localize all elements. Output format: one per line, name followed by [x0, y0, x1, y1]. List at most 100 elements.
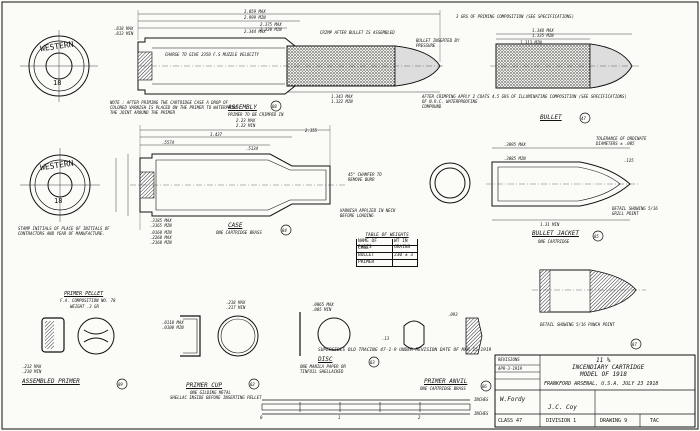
reference-badges: [116, 100, 642, 392]
weights-table-header: NAME OF PARTS WT IN GRAINS: [356, 239, 418, 250]
scale-label-top: INCHES: [474, 397, 489, 402]
primer-dim-9: .13: [382, 336, 390, 341]
primer-dim-2: .0065 MAX: [312, 302, 334, 307]
case-dim-7: .3165 MIN: [150, 223, 172, 228]
case-dim-3: 2.155: [305, 128, 318, 133]
waterproof-note: AFTER CRIMPING APPLY 2 COATS OF N.R.C. W…: [422, 94, 490, 109]
assembled-primer-drawing: [41, 317, 115, 355]
badge-83: 83: [370, 360, 375, 365]
bullet-dim-2: 1.313 MIN: [520, 40, 542, 45]
assembly-dim-1: 2.999 MIN: [244, 15, 266, 20]
weights-table-title: TABLE OF WEIGHTS: [365, 233, 409, 238]
jacket-dim-0: .3095 MAX: [504, 142, 526, 147]
assembly-dim-5: .818 MAX: [114, 26, 134, 31]
jacket-dim-2: .125: [624, 158, 634, 163]
supersedes-note: SUPERSEDES OLD TRACING 47-1-9 UNDER REVI…: [318, 348, 492, 353]
badge-89: 89: [118, 382, 123, 387]
scale-tick-2: 2: [418, 415, 421, 420]
revision-date: APR-3-1919: [498, 366, 523, 371]
table-row: CASE: [356, 246, 418, 253]
disc-drawing: [299, 312, 351, 356]
class-label: CLASS 47: [498, 418, 523, 424]
primer-dim-5: .0100 MIN: [162, 325, 184, 330]
case-dim-2: 1.437: [210, 132, 223, 137]
primer-dim-1: .210 MIN: [22, 369, 42, 374]
title-block: [494, 354, 696, 428]
assembly-drawing: [137, 10, 445, 95]
assembly-dim-8: 1.322 MIN: [331, 99, 353, 104]
illuminating-composition-note: 4.5 GRS OF ILLUMINATING COMPOSITION (SEE…: [492, 94, 627, 99]
charge-note: CHARGE TO GIVE 2350 F.S MUZZLE VELOCITY: [165, 52, 259, 57]
assembly-dim-0: 3.059 MAX: [244, 9, 266, 14]
primer-dim-8: .093: [448, 312, 458, 317]
bullet-inserted-note: BULLET INSERTED BY PRESSURE: [416, 38, 460, 48]
assembly-dim-2: 2.375 MAX: [260, 22, 282, 27]
case-dim-0: 2.23 MAX: [236, 118, 256, 123]
badge-85: 85: [594, 234, 599, 239]
bullet-drawing: [490, 33, 640, 89]
weights-table: TABLE OF WEIGHTS NAME OF PARTS WT IN GRA…: [356, 233, 418, 267]
weights-cell-name: PRIMER: [357, 260, 393, 266]
punch-point-note: DETAIL SHOWING 5/16 PUNCH POINT: [540, 322, 615, 327]
case-dim-4: .5574: [162, 140, 175, 145]
primer-dim-0: .212 MAX: [22, 364, 42, 369]
headstamp-year-middle: 18: [54, 197, 63, 205]
case-dim-9: .2260 MAX: [150, 235, 172, 240]
jacket-dim-1: .3085 MIN: [504, 156, 526, 161]
primer-dim-4: .0110 MAX: [162, 320, 184, 325]
case-caption: CASE: [228, 222, 243, 229]
jacket-tolerance-note: TOLERANCE OF ORDINATE DIAMETERS ± .005: [596, 136, 647, 146]
grill-point-note: DETAIL SHOWING 5/16 GRILL POINT: [612, 206, 658, 216]
primer-crimp-note: PRIMER TO BE CRIMPED IN: [228, 112, 284, 117]
primer-dim-6: .218 MAX: [226, 300, 246, 305]
case-mouth-view: [429, 162, 471, 204]
assembled-primer-caption: ASSEMBLED PRIMER: [22, 378, 80, 385]
inch-scale: [261, 399, 471, 415]
weights-header-wt: WT IN GRAINS: [394, 239, 411, 250]
bullet-jacket-drawing: [486, 147, 640, 221]
primer-anvil-drawing: [403, 317, 483, 355]
assembly-caption: ASSEMBLY: [228, 104, 257, 111]
case-dim-5: .5134: [246, 146, 259, 151]
assembly-dim-6: .813 MIN: [114, 31, 134, 36]
primer-dim-7: .217 MIN: [226, 305, 246, 310]
primer-anvil-caption: PRIMER ANVIL: [424, 378, 468, 385]
pellet-composition: F.A. COMPOSITION NO. 70: [60, 298, 116, 303]
primer-cup-caption: PRIMER CUP: [186, 382, 223, 389]
assembly-dim-3: 2.320 MIN: [260, 27, 282, 32]
assembly-dim-7: 1.343 MAX: [331, 94, 353, 99]
arsenal-line: FRANKFORD ARSENAL, U.S.A. JULY 23 1918: [544, 381, 659, 387]
pellet-weight: WEIGHT .3 GR: [70, 304, 99, 309]
cartridge-title: INCENDIARY CARTRIDGE: [572, 364, 645, 371]
disc-caption: DISC: [318, 356, 333, 363]
stamp-note: STAMP INITIALS OF PLACE OF INITIALS OF C…: [18, 226, 110, 236]
crimp-note: CRIMP AFTER BULLET IS ASSEMBLED: [320, 30, 395, 35]
division-label: DIVISION 1: [546, 418, 577, 424]
primer-cup-drawing: [180, 315, 259, 357]
bullet-dim-0: 1.348 MAX: [532, 28, 554, 33]
badge-82: 82: [250, 382, 255, 387]
priming-composition-note: 3 GRS OF PRIMING COMPOSITION (SEE SPECIF…: [456, 14, 575, 19]
weights-cell-wt: [393, 246, 417, 252]
badge-86: 86: [482, 384, 487, 389]
sheet-label: TAC: [650, 418, 660, 424]
headstamp-year-top: 18: [53, 79, 62, 87]
bullet-dim-1: 1.335 MIN: [532, 33, 554, 38]
case-drawing: [115, 125, 345, 230]
revisions-label: REVISIONS: [498, 357, 520, 362]
signature-1: W.Fordy: [500, 396, 526, 403]
badge-87: 87: [632, 342, 637, 347]
badge-88: 88: [272, 104, 277, 109]
signature-2: J.C. Coy: [548, 404, 577, 411]
weights-cell-name: CASE: [357, 246, 393, 252]
bullet-caption: BULLET: [540, 114, 562, 121]
badge-47: 47: [581, 116, 586, 121]
headstamp-view-middle: [20, 148, 100, 222]
case-dim-10: .2160 MIN: [150, 240, 172, 245]
model-title: MODEL OF 1918: [580, 371, 627, 378]
case-material: ONE CARTRIDGE BRASS: [216, 230, 262, 235]
ammo-title: 11 %: [596, 357, 611, 364]
